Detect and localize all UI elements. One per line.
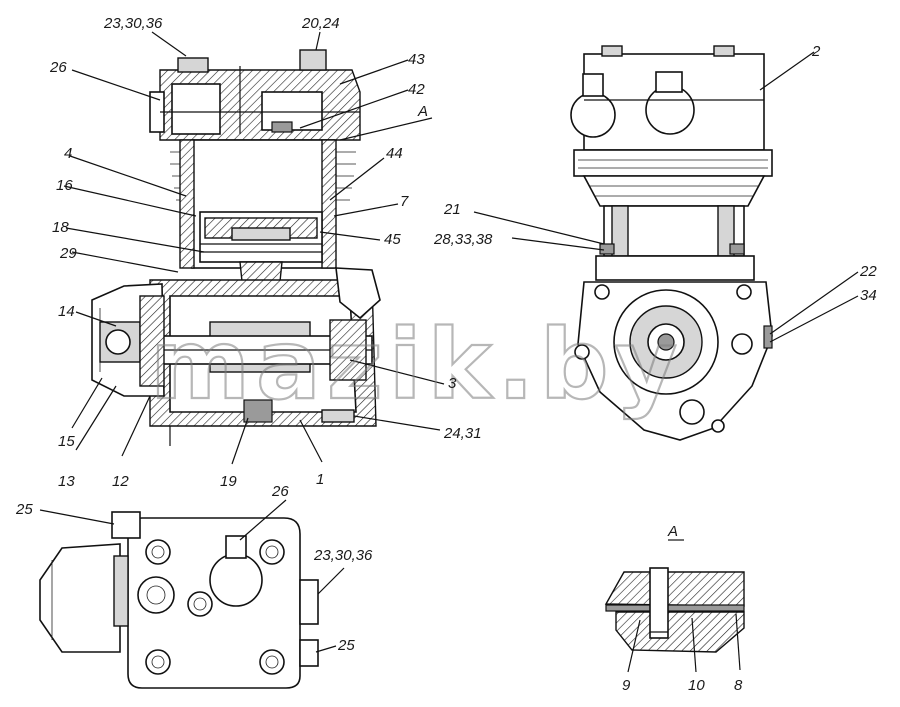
label-10: 10	[688, 677, 705, 694]
side-view	[570, 45, 773, 441]
sectional-view	[91, 49, 381, 446]
label-34: 34	[860, 287, 877, 304]
label-14: 14	[58, 303, 75, 320]
label-22: 22	[859, 263, 877, 280]
label-4: 4	[64, 145, 72, 162]
label-16: 16	[56, 177, 73, 194]
label-15: 15	[58, 433, 75, 450]
detail-a-view	[604, 567, 745, 653]
label-25-top: 25	[15, 501, 33, 518]
callout-labels: 23,30,36 20,24 26 43 42 A 44 4 16 7 18 4…	[15, 15, 877, 694]
leader-lines	[39, 31, 859, 673]
label-19: 19	[220, 473, 237, 490]
label-29: 29	[59, 245, 77, 262]
label-3: 3	[448, 375, 457, 392]
watermark-text: mazik.by	[150, 309, 683, 421]
label-2: 2	[811, 43, 821, 60]
label-26-bottom: 26	[271, 483, 289, 500]
label-24-31: 24,31	[443, 425, 482, 442]
label-23-30-36-bottom: 23,30,36	[313, 547, 373, 564]
label-12: 12	[112, 473, 129, 490]
label-42: 42	[408, 81, 425, 98]
label-20-24: 20,24	[301, 15, 340, 32]
label-25-bottom: 25	[337, 637, 355, 654]
bottom-view	[39, 511, 319, 689]
label-a-detail: A	[667, 523, 678, 540]
label-8: 8	[734, 677, 743, 694]
label-28-33-38: 28,33,38	[433, 231, 493, 248]
label-13: 13	[58, 473, 75, 490]
label-43: 43	[408, 51, 425, 68]
label-26-top: 26	[49, 59, 67, 76]
label-45: 45	[384, 231, 401, 248]
label-a-main: A	[417, 103, 428, 120]
label-9: 9	[622, 677, 631, 694]
label-7: 7	[400, 193, 409, 210]
label-1: 1	[316, 471, 324, 488]
label-18: 18	[52, 219, 69, 236]
label-23-30-36-top: 23,30,36	[103, 15, 163, 32]
label-21: 21	[443, 201, 461, 218]
label-44: 44	[386, 145, 403, 162]
